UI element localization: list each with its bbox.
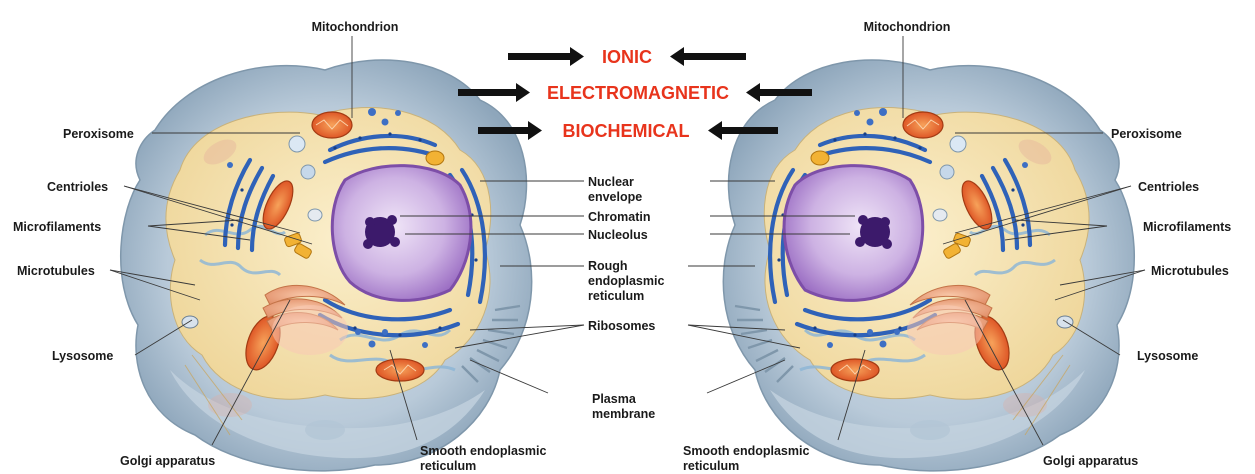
heading-biochemical: BIOCHEMICAL (563, 121, 690, 141)
right-cell (723, 60, 1134, 471)
heading-ionic: IONIC (602, 47, 652, 67)
label-nucleolus: Nucleolus (588, 228, 648, 242)
label-golgi-right: Golgi apparatus (1043, 454, 1138, 468)
label-golgi: Golgi apparatus (120, 454, 215, 468)
label-ribosomes: Ribosomes (588, 319, 655, 333)
arrow-left-icon (670, 47, 746, 66)
label-peroxisome-right: Peroxisome (1111, 127, 1182, 141)
label-microfilaments: Microfilaments (13, 220, 101, 234)
label-peroxisome: Peroxisome (63, 127, 134, 141)
label-lysosome-right: Lysosome (1137, 349, 1198, 363)
label-smooth-er: Smooth endoplasmic reticulum (420, 444, 550, 473)
label-microtubules-right: Microtubules (1151, 264, 1229, 278)
label-nuclear-envelope: Nuclear envelope (588, 175, 642, 204)
label-lysosome: Lysosome (52, 349, 113, 363)
label-smooth-er-right: Smooth endoplasmic reticulum (683, 444, 813, 473)
label-mitochondrion: Mitochondrion (312, 20, 399, 34)
label-mitochondrion-right: Mitochondrion (864, 20, 951, 34)
label-centrioles-right: Centrioles (1138, 180, 1199, 194)
left-cell (121, 60, 532, 471)
label-microtubules: Microtubules (17, 264, 95, 278)
arrow-right-icon (508, 47, 584, 66)
heading-electromagnetic: ELECTROMAGNETIC (547, 83, 729, 103)
label-centrioles: Centrioles (47, 180, 108, 194)
label-chromatin: Chromatin (588, 210, 651, 224)
label-rough-er: Rough endoplasmic reticulum (588, 259, 668, 303)
label-plasma-membrane: Plasma membrane (592, 392, 655, 421)
label-microfilaments-right: Microfilaments (1143, 220, 1231, 234)
labels-center: Nuclear envelope Chromatin Nucleolus Rou… (588, 175, 668, 421)
